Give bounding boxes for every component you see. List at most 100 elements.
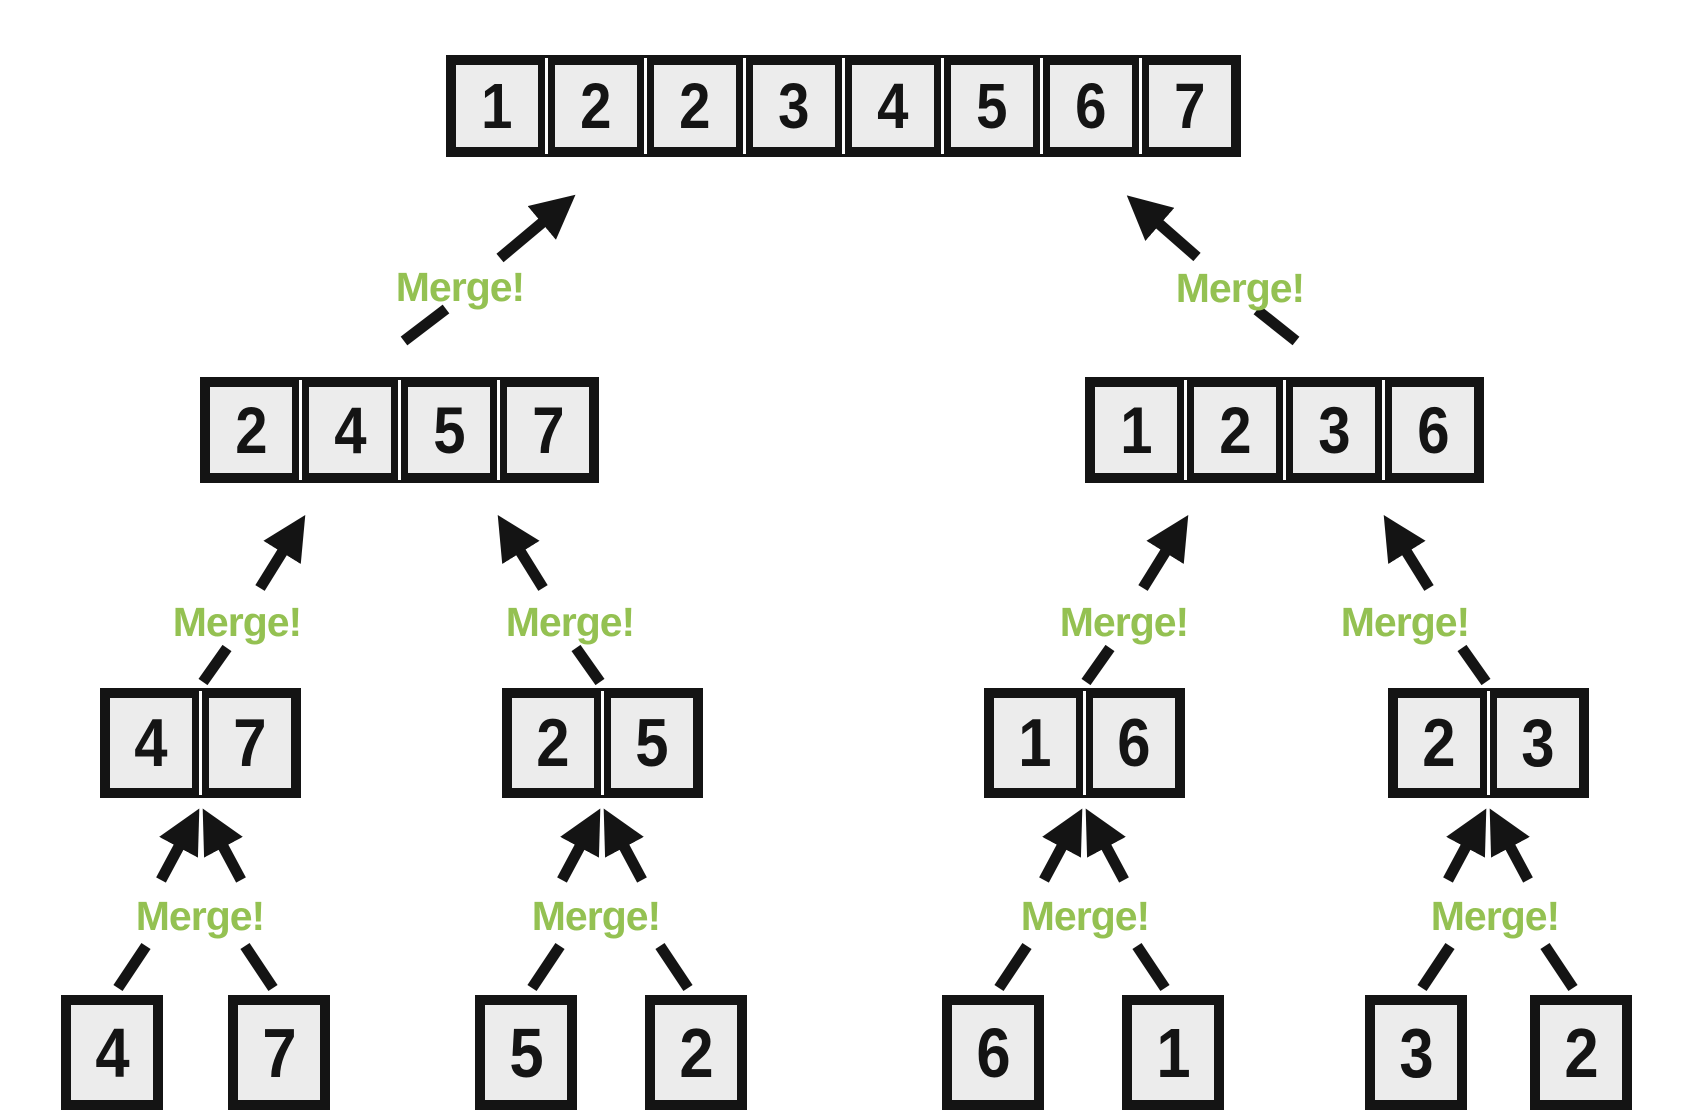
cell-value: 6 [975, 1013, 1011, 1092]
cell-value: 4 [877, 70, 909, 142]
merge-label-mid-2: Merge! [505, 599, 635, 645]
merge-label-mid-4: Merge! [1340, 599, 1470, 645]
merge-arrow-mid-2 [497, 515, 605, 686]
array-cell: 4 [845, 58, 941, 154]
cell-value: 1 [1018, 705, 1052, 781]
array-cell: 7 [500, 380, 596, 480]
merge-arrow-bottom-4 [1417, 808, 1578, 992]
cell-value: 5 [976, 70, 1008, 142]
merge-label-mid-3: Merge! [1059, 599, 1189, 645]
array-cell: 2 [647, 58, 743, 154]
cell-value: 7 [531, 393, 565, 467]
merge-arrow-bottom-1 [113, 808, 278, 992]
array-cell: 3 [1368, 998, 1464, 1107]
merge-label-bottom-2: Merge! [531, 893, 661, 939]
array-cell: 2 [203, 380, 299, 480]
array-single-4: 2 [645, 995, 747, 1110]
cell-value: 4 [134, 705, 168, 781]
merge-label-top-right: Merge! [1175, 265, 1305, 311]
array-cell: 1 [987, 691, 1083, 795]
array-cell: 4 [64, 998, 160, 1107]
array-cell: 5 [401, 380, 497, 480]
cell-value: 7 [261, 1013, 297, 1092]
array-cell: 2 [648, 998, 744, 1107]
array-cell: 3 [1286, 380, 1382, 480]
cell-value: 2 [679, 70, 711, 142]
array-cell: 5 [478, 998, 574, 1107]
array-cell: 3 [746, 58, 842, 154]
merge-arrow-bottom-2 [527, 808, 693, 992]
array-single-8: 2 [1530, 995, 1632, 1110]
cell-value: 5 [635, 705, 669, 781]
cell-value: 7 [1174, 70, 1206, 142]
array-cell: 6 [1086, 691, 1182, 795]
cell-value: 2 [1422, 705, 1456, 781]
cell-value: 4 [94, 1013, 130, 1092]
merge-arrow-mid-4 [1383, 515, 1491, 686]
array-single-3: 5 [475, 995, 577, 1110]
array-single-7: 3 [1365, 995, 1467, 1110]
merge-label-bottom-4: Merge! [1430, 893, 1560, 939]
cell-value: 1 [1119, 393, 1153, 467]
cell-value: 2 [234, 393, 268, 467]
cell-value: 2 [580, 70, 612, 142]
cell-value: 1 [481, 70, 513, 142]
cell-value: 6 [1117, 705, 1151, 781]
cell-value: 2 [536, 705, 570, 781]
array-cell: 2 [1187, 380, 1283, 480]
merge-arrow-top-left [400, 194, 576, 346]
cell-value: 3 [778, 70, 810, 142]
array-cell: 1 [449, 58, 545, 154]
cell-value: 5 [432, 393, 466, 467]
cell-value: 6 [1416, 393, 1450, 467]
array-cell: 7 [202, 691, 298, 795]
cell-value: 3 [1317, 393, 1351, 467]
array-single-6: 1 [1122, 995, 1224, 1110]
cell-value: 2 [678, 1013, 714, 1092]
array-cell: 4 [103, 691, 199, 795]
array-cell: 6 [1043, 58, 1139, 154]
cell-value: 1 [1155, 1013, 1191, 1092]
array-cell: 6 [945, 998, 1041, 1107]
merge-label-top-left: Merge! [395, 264, 525, 310]
cell-value: 5 [508, 1013, 544, 1092]
merge-arrow-top-right [1126, 195, 1300, 346]
merge-label-bottom-1: Merge! [135, 893, 265, 939]
merge-label-mid-1: Merge! [172, 599, 302, 645]
cell-value: 3 [1521, 705, 1555, 781]
cell-value: 7 [233, 705, 267, 781]
cell-value: 2 [1563, 1013, 1599, 1092]
array-cell: 3 [1490, 691, 1586, 795]
array-cell: 5 [944, 58, 1040, 154]
array-cell: 2 [548, 58, 644, 154]
merge-arrow-mid-3 [1081, 515, 1189, 686]
array-cell: 6 [1385, 380, 1481, 480]
array-cell: 2 [1391, 691, 1487, 795]
merge-arrow-bottom-3 [994, 808, 1170, 992]
array-cell: 7 [231, 998, 327, 1107]
array-cell: 5 [604, 691, 700, 795]
cell-value: 4 [333, 393, 367, 467]
array-cell: 1 [1088, 380, 1184, 480]
cell-value: 3 [1398, 1013, 1434, 1092]
merge-label-bottom-3: Merge! [1020, 893, 1150, 939]
array-single-2: 7 [228, 995, 330, 1110]
array-cell: 2 [1533, 998, 1629, 1107]
merge-arrow-mid-1 [198, 515, 306, 686]
array-single-5: 6 [942, 995, 1044, 1110]
array-cell: 2 [505, 691, 601, 795]
array-single-1: 4 [61, 995, 163, 1110]
array-cell: 7 [1142, 58, 1238, 154]
cell-value: 2 [1218, 393, 1252, 467]
array-cell: 1 [1125, 998, 1221, 1107]
array-cell: 4 [302, 380, 398, 480]
